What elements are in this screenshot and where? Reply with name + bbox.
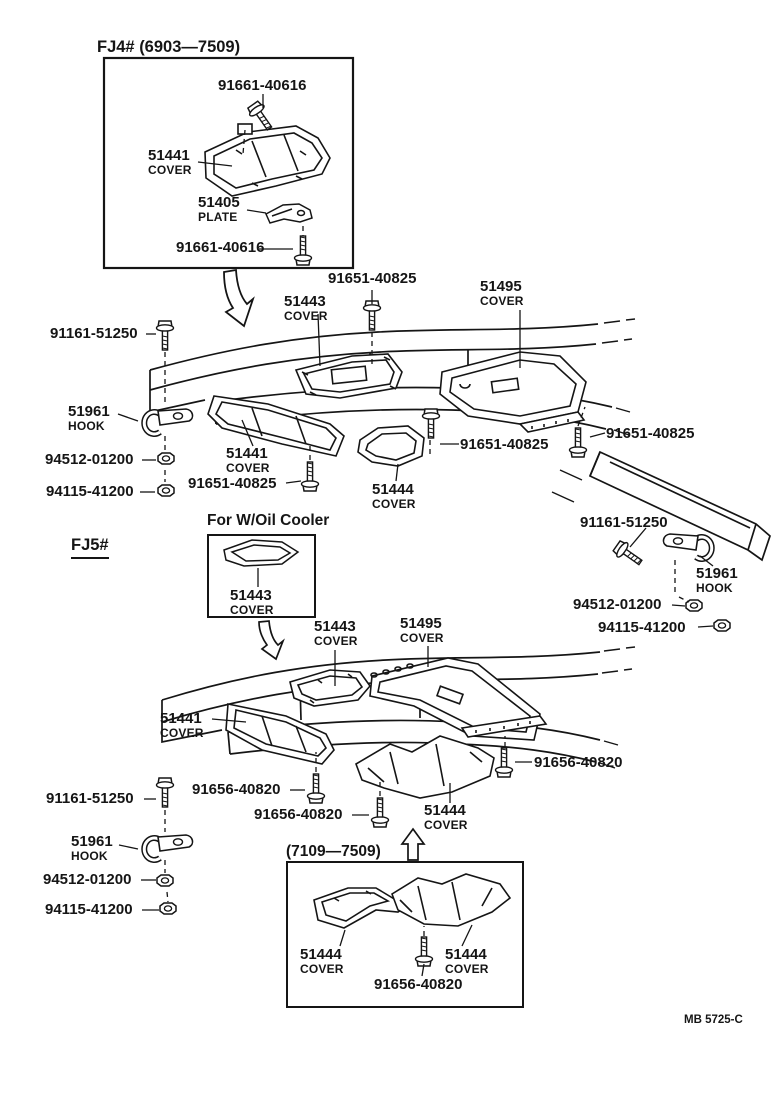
late-range-inset-box bbox=[286, 861, 524, 1008]
nut-icon bbox=[159, 902, 177, 915]
callout-91656-40820-late: 91656-40820 bbox=[374, 976, 463, 993]
late-51444-cover-left-art bbox=[313, 887, 412, 929]
document-code: MB 5725-C bbox=[684, 1014, 743, 1026]
bolt-icon bbox=[568, 427, 588, 458]
bolt-icon bbox=[300, 461, 320, 492]
tow-hook-icon bbox=[144, 409, 192, 434]
callout-94512-01200-fj5: 94512-01200 bbox=[43, 871, 132, 888]
fj5-51441-cover-art bbox=[225, 703, 335, 765]
tow-hook-icon bbox=[144, 835, 192, 860]
down-arrow-icon bbox=[223, 268, 255, 328]
fj4-51441-cover-art bbox=[204, 123, 331, 197]
bolt-icon bbox=[494, 747, 514, 778]
right-rail-art bbox=[551, 450, 771, 562]
leader-lines bbox=[117, 94, 714, 977]
nut-icon bbox=[157, 484, 175, 497]
oil-cooler-inset-box bbox=[207, 534, 316, 618]
assembly-axis-dashes bbox=[164, 129, 690, 936]
oilcooler-51443-cover-art bbox=[223, 539, 300, 567]
bolt-icon bbox=[370, 797, 390, 828]
up-arrow-icon bbox=[400, 827, 426, 861]
callout-91161-51250-right: 91161-51250 bbox=[580, 514, 668, 531]
fj4-51495-cover-art bbox=[439, 351, 587, 433]
callout-94512-01200-left-fj4: 94512-01200 bbox=[45, 451, 134, 468]
bolt-icon bbox=[611, 538, 647, 571]
bolt-icon bbox=[306, 773, 326, 804]
fj5-51443-cover-art bbox=[289, 669, 372, 707]
bolt-icon bbox=[293, 235, 313, 266]
callout-94115-41200-left-fj4: 94115-41200 bbox=[46, 483, 134, 500]
fj4-51405-plate-art bbox=[265, 203, 313, 224]
fj5-section-header: FJ5# bbox=[71, 536, 109, 559]
callout-91661-40616-lower: 91661-40616 bbox=[176, 239, 265, 256]
callout-91651-40825-right: 91651-40825 bbox=[606, 425, 695, 442]
callout-91661-40616-upper: 91661-40616 bbox=[218, 77, 307, 94]
bolt-icon bbox=[362, 300, 382, 331]
nut-icon bbox=[156, 874, 174, 887]
late-range-header: (7109—7509) bbox=[286, 843, 381, 860]
callout-94115-41200-fj5: 94115-41200 bbox=[45, 901, 133, 918]
bolt-icon bbox=[414, 936, 434, 967]
callout-91651-40825-top: 91651-40825 bbox=[328, 270, 417, 287]
callout-94512-01200-right: 94512-01200 bbox=[573, 596, 662, 613]
fj4-51444-cover-art bbox=[357, 425, 425, 467]
late-51444-cover-right-art bbox=[391, 873, 512, 927]
nut-icon bbox=[713, 619, 731, 632]
callout-94115-41200-right: 94115-41200 bbox=[598, 619, 686, 636]
fj4-51443-cover-art bbox=[294, 353, 403, 399]
callout-91656-40820-fj5-right: 91656-40820 bbox=[534, 754, 623, 771]
fj5-51495-cover-art bbox=[369, 657, 548, 741]
fj4-section-header: FJ4# (6903—7509) bbox=[97, 38, 241, 56]
callout-91656-40820-fj5-a: 91656-40820 bbox=[192, 781, 281, 798]
callout-91651-40825-mid: 91651-40825 bbox=[460, 436, 549, 453]
fj4-51441-cover-art-installed bbox=[207, 395, 345, 457]
oil-cooler-note: For W/Oil Cooler bbox=[207, 512, 330, 529]
callout-91651-40825-lowerleft: 91651-40825 bbox=[188, 475, 277, 492]
bolt-icon bbox=[155, 777, 175, 808]
bolt-icon bbox=[421, 408, 441, 439]
callout-91656-40820-fj5-b: 91656-40820 bbox=[254, 806, 343, 823]
down-arrow-icon bbox=[258, 620, 285, 661]
tow-hook-icon bbox=[663, 534, 711, 559]
callout-91161-51250-left-fj4: 91161-51250 bbox=[50, 325, 138, 342]
callout-91161-51250-fj5: 91161-51250 bbox=[46, 790, 134, 807]
bolt-icon bbox=[155, 320, 175, 351]
fj4-inset-box bbox=[102, 56, 355, 270]
nut-icon bbox=[157, 452, 175, 465]
